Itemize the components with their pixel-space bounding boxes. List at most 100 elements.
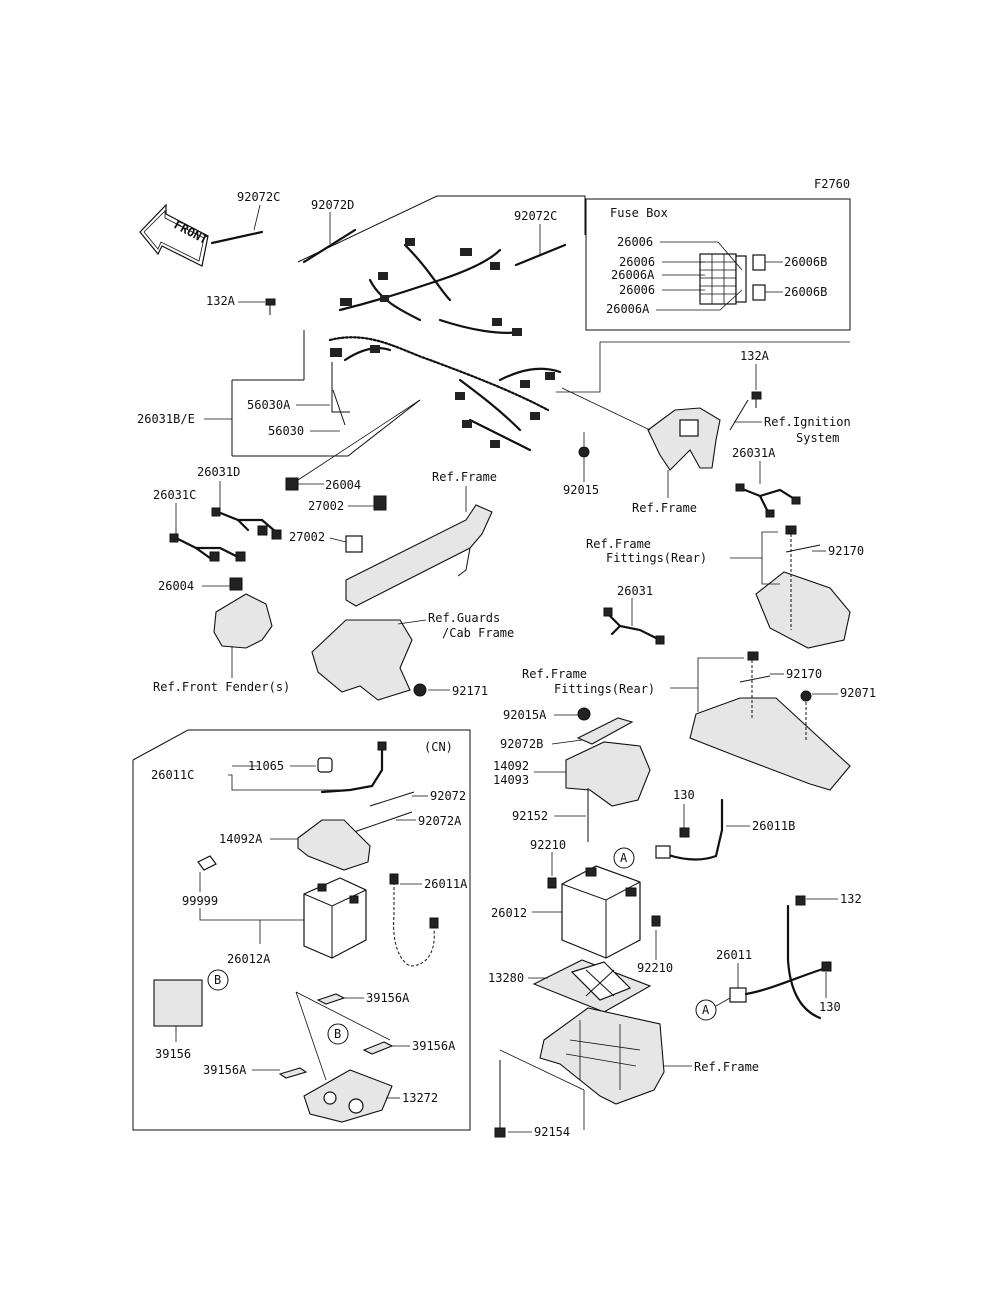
label-ref-frame-lower: Ref.Frame: [694, 1060, 759, 1074]
label-ref-frame-upper: Ref.Frame: [632, 501, 697, 515]
marker-b-tray: B: [327, 1023, 349, 1045]
label-26012: 26012: [491, 906, 527, 920]
connector-26004-left: [229, 577, 243, 591]
connector-26004-top: [285, 477, 299, 491]
fuse-label-1: 26006: [617, 235, 653, 249]
label-92072: 92072: [430, 789, 466, 803]
fuse-box-icon: [699, 253, 766, 305]
label-ref-fittings-upper-2: Fittings(Rear): [606, 551, 707, 565]
cover-14092a: [297, 819, 371, 871]
label-39156: 39156: [155, 1047, 191, 1061]
battery-case-14092: [565, 707, 651, 842]
fuse-label-5: 26006A: [606, 302, 650, 316]
label-132-lower: 132: [840, 892, 862, 906]
main-harness-outline: [231, 195, 850, 457]
cn-panel: (CN): [132, 729, 471, 1131]
label-ref-fittings-lower-2: Fittings(Rear): [554, 682, 655, 696]
label-27002-a: 27002: [308, 499, 344, 513]
front-arrow-icon: FRONT: [139, 203, 210, 267]
guards-cab-frame: [311, 619, 427, 701]
bolt-132a-right: [751, 391, 762, 408]
label-92015a: 92015A: [503, 708, 547, 722]
battery-26012: [547, 865, 661, 959]
fuse-label-7: 26006B: [784, 285, 827, 299]
battery-tray-13280: [532, 959, 652, 1013]
pad-39156a-top: [316, 993, 346, 1005]
label-14093: 14093: [493, 773, 529, 787]
label-ref-front-fender: Ref.Front Fender(s): [153, 680, 290, 694]
tray-13272: [295, 991, 393, 1123]
label-92210-upper: 92210: [530, 838, 566, 852]
main-wiring-harness: [328, 238, 562, 452]
label-26004-left: 26004: [158, 579, 194, 593]
label-92015: 92015: [563, 483, 599, 497]
fuse-label-2: 26006: [619, 255, 655, 269]
label-14092a: 14092A: [219, 832, 263, 846]
label-130-lower: 130: [819, 1000, 841, 1014]
label-26031d: 26031D: [197, 465, 240, 479]
cap-11065: [317, 757, 333, 773]
cable-26011: [729, 895, 832, 1020]
label-92210-lower: 92210: [637, 961, 673, 975]
label-92154: 92154: [534, 1125, 570, 1139]
battery-26012a: [303, 877, 367, 959]
label-92170-lower: 92170: [786, 667, 822, 681]
label-ref-fittings-lower-1: Ref.Frame: [522, 667, 587, 681]
label-26031: 26031: [617, 584, 653, 598]
label-92071: 92071: [840, 686, 876, 700]
bolt-92154: [494, 1060, 506, 1138]
clip-92072d: [302, 228, 357, 264]
cable-26011c: [320, 741, 387, 794]
marker-a-cable-label: A: [702, 1003, 710, 1017]
label-sheet-99999: [197, 855, 217, 871]
pad-39156a-right: [362, 1041, 394, 1055]
label-13280: 13280: [488, 971, 524, 985]
label-39156a-left: 39156A: [203, 1063, 247, 1077]
clip-92072: [369, 791, 415, 807]
label-92072c-left: 92072C: [237, 190, 280, 204]
label-92072d: 92072D: [311, 198, 354, 212]
label-26011c: 26011C: [151, 768, 194, 782]
label-26012a: 26012A: [227, 952, 271, 966]
label-26011: 26011: [716, 948, 752, 962]
lower-frame: [539, 1007, 665, 1105]
label-92170-upper: 92170: [828, 544, 864, 558]
label-92152: 92152: [512, 809, 548, 823]
cable-26011b: [655, 798, 724, 861]
bracket-56030: [331, 362, 350, 426]
fuse-label-3: 26006A: [611, 268, 655, 282]
clip-92072c-left: [210, 230, 264, 245]
frame-rail-middle: [345, 495, 493, 607]
grommet-92015: [578, 446, 590, 458]
label-99999: 99999: [182, 894, 218, 908]
label-ref-frame-middle: Ref.Frame: [432, 470, 497, 484]
label-13272: 13272: [402, 1091, 438, 1105]
front-fender-bracket: [213, 593, 273, 678]
rear-fitting-lower: [689, 651, 851, 791]
subharness-26031a: [735, 483, 801, 518]
marker-b-plate-label: B: [214, 973, 221, 987]
label-14092: 14092: [493, 759, 529, 773]
label-27002-b: 27002: [289, 530, 325, 544]
label-56030: 56030: [268, 424, 304, 438]
label-92171: 92171: [452, 684, 488, 698]
label-ref-guards-2: /Cab Frame: [442, 626, 514, 640]
clip-92072c-right: [514, 243, 567, 267]
label-ref-guards-1: Ref.Guards: [428, 611, 500, 625]
label-ref-ignition-2: System: [796, 431, 839, 445]
subharness-26031: [603, 607, 665, 645]
label-92072c-right: 92072C: [514, 209, 557, 223]
marker-b-plate: B: [207, 969, 229, 991]
label-132a-right: 132A: [740, 349, 770, 363]
fuse-label-4: 26006: [619, 283, 655, 297]
label-26004-top: 26004: [325, 478, 361, 492]
label-26011b: 26011B: [752, 819, 795, 833]
label-130-upper: 130: [673, 788, 695, 802]
label-92072b: 92072B: [500, 737, 543, 751]
bolt-132a-left: [265, 298, 276, 315]
strap-92072a: [353, 811, 413, 833]
fuse-box-panel: Fuse Box 26006 26006 26006A 26006 26006A…: [585, 198, 851, 331]
marker-a-battery-label: A: [620, 851, 628, 865]
fuse-label-6: 26006B: [784, 255, 827, 269]
